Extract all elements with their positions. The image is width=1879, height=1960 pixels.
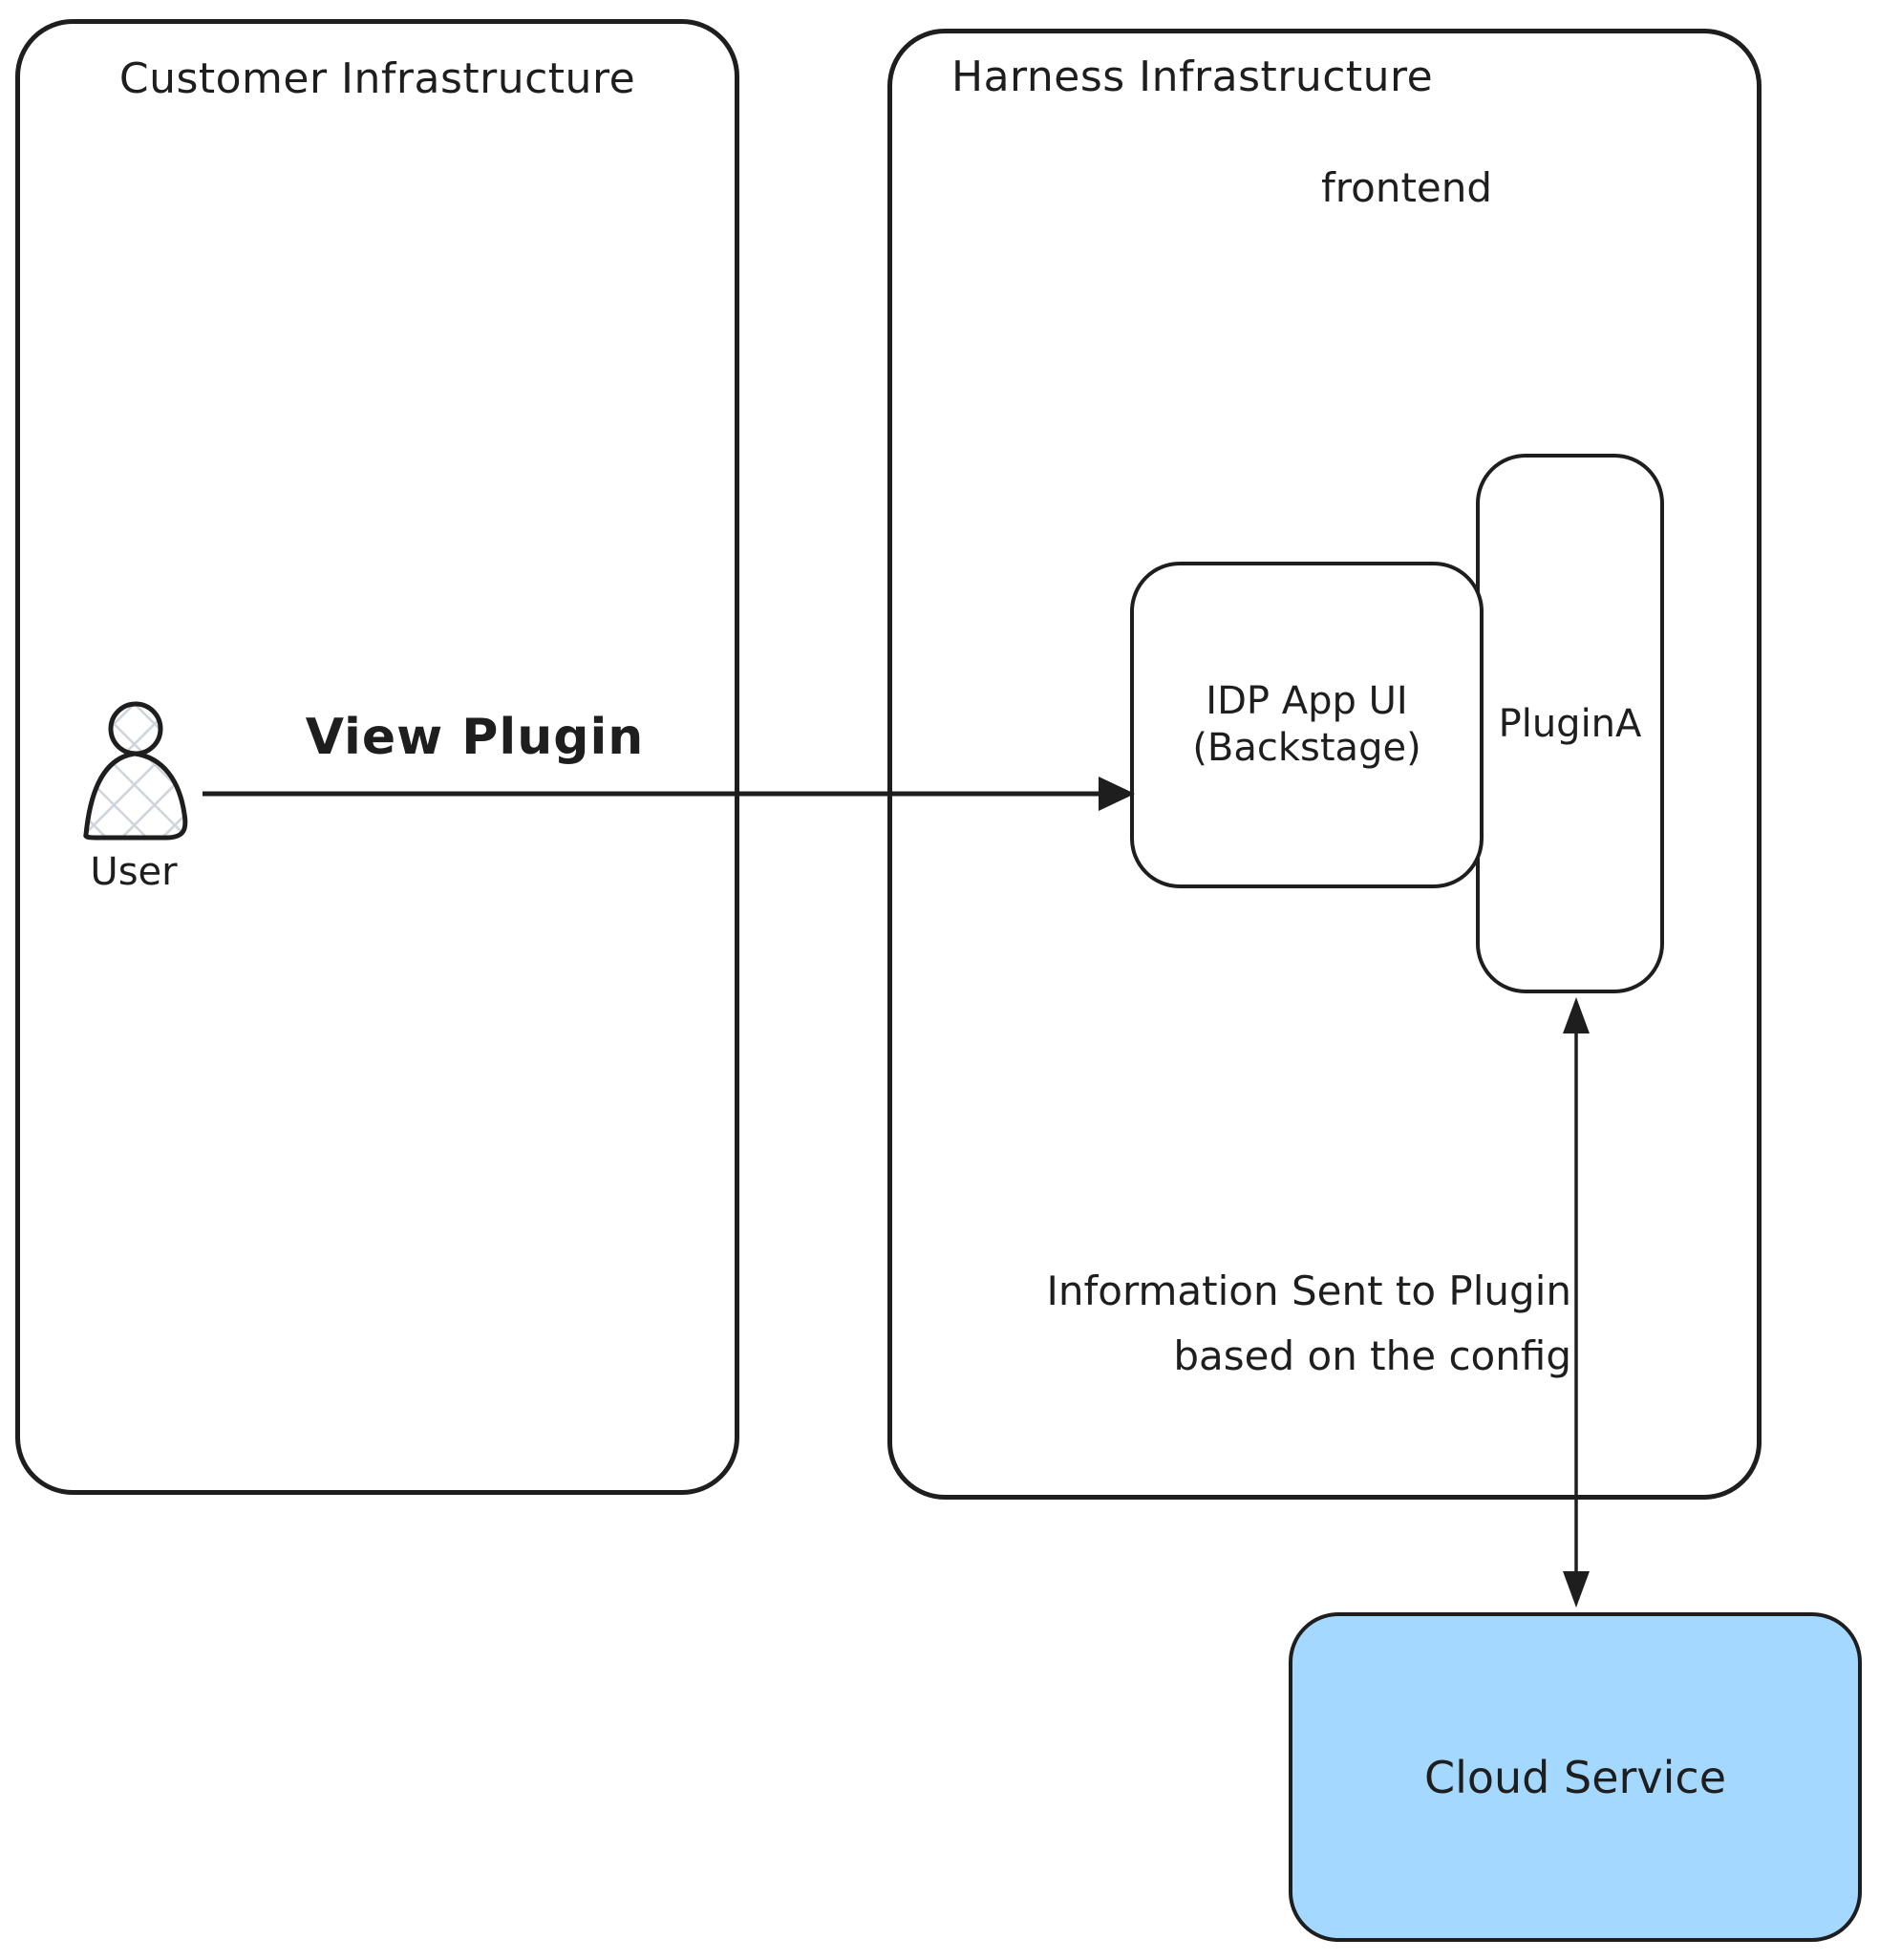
info-sent-arrow-label-line2: based on the config <box>1173 1332 1571 1380</box>
plugin-a-label: PluginA <box>1498 701 1642 746</box>
idp-app-ui-label-line2: (Backstage) <box>1192 726 1421 770</box>
idp-app-ui-node: IDP App UI (Backstage) <box>1130 562 1484 888</box>
frontend-region-label: frontend <box>1321 164 1493 211</box>
idp-app-ui-label: IDP App UI (Backstage) <box>1134 565 1480 884</box>
info-sent-arrow-label-line1: Information Sent to Plugin <box>1046 1268 1572 1314</box>
cloud-service-label: Cloud Service <box>1423 1751 1727 1803</box>
cloud-service-node: Cloud Service <box>1289 1612 1862 1942</box>
user-figure-label: User <box>90 850 178 894</box>
customer-infrastructure-title: Customer Infrastructure <box>118 54 636 103</box>
plugin-a-node: PluginA <box>1476 454 1664 993</box>
view-plugin-arrow-label: View Plugin <box>305 709 645 766</box>
info-sent-arrow-label: Information Sent to Plugin based on the … <box>1047 1259 1572 1389</box>
harness-infrastructure-title: Harness Infrastructure <box>951 53 1434 101</box>
idp-app-ui-label-line1: IDP App UI <box>1206 679 1408 724</box>
